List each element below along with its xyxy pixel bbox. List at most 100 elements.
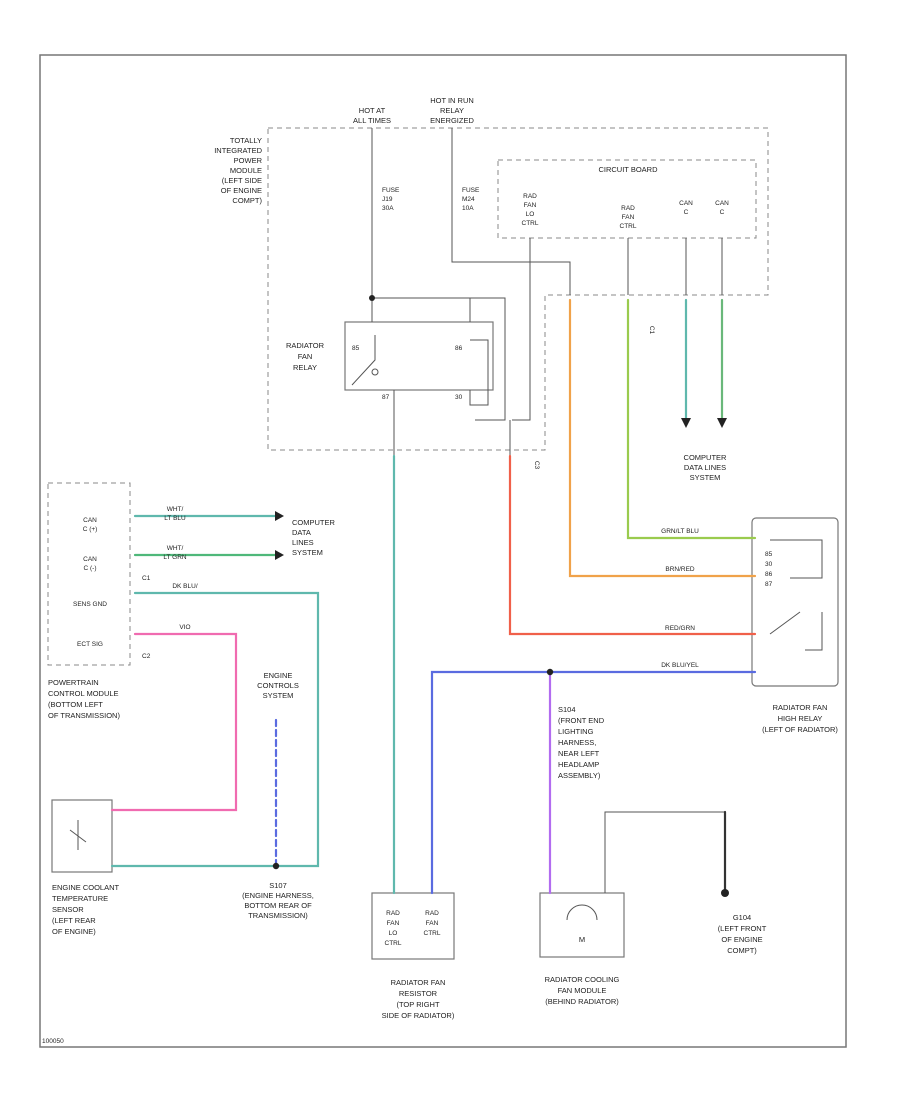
label-relay-pin-30: 30 <box>455 394 463 401</box>
label-s107: S107(ENGINE HARNESS,BOTTOM REAR OFTRANSM… <box>242 881 314 920</box>
radiator-fan-relay-box <box>344 321 494 391</box>
label-fuse-j19-line: 30A <box>382 205 394 212</box>
label-rad-fan-ctrl: RAD FAN CTRL <box>620 205 637 230</box>
label-fuse-m24-line: 10A <box>462 205 474 212</box>
label-computer-data-lines-right-line: COMPUTER <box>684 453 728 462</box>
label-rad-fan-lo-line: RAD <box>523 193 537 200</box>
label-rad-fan-ctrl-line: CTRL <box>620 223 637 230</box>
label-relay-pin-85: 85 <box>352 345 360 352</box>
label-tipm-line: TOTALLY <box>230 136 262 145</box>
label-can-c-plus: CAN C (+) <box>83 517 98 533</box>
label-wire-dkblu-yel: DK BLU/YEL <box>661 662 699 669</box>
label-pcm-line: (BOTTOM LEFT <box>48 700 103 709</box>
label-tipm-line: POWER <box>234 156 263 165</box>
high-relay-switch <box>769 539 823 651</box>
label-relay-pin-87-line: 87 <box>382 394 390 401</box>
label-s104-line: HEADLAMP <box>558 760 599 769</box>
label-c1-line: C1 <box>648 326 655 335</box>
label-fan-m-line: M <box>579 935 585 944</box>
label-s104-line: ASSEMBLY) <box>558 771 601 780</box>
label-resistor-lo-line: FAN <box>387 920 400 927</box>
label-footer: 100050 <box>42 1038 64 1045</box>
label-sens-gnd: SENS GND <box>73 601 107 608</box>
label-wire-dk-blu: DK BLU/ <box>172 583 197 590</box>
label-relay-hi-pins-line: 87 <box>765 581 773 588</box>
label-rad-fan-ctrl-line: RAD <box>621 205 635 212</box>
label-computer-data-lines-left-line: DATA <box>292 528 311 537</box>
label-g104-line: COMPT) <box>727 946 757 955</box>
label-wire-brn-red: BRN/RED <box>665 566 695 573</box>
label-wire-wht-lt-grn: WHT/LT GRN <box>163 545 187 561</box>
label-can-c1-line: CAN <box>679 200 693 207</box>
label-wire-red-grn: RED/GRN <box>665 625 695 632</box>
label-wire-vio: VIO <box>179 624 190 631</box>
label-tipm-line: MODULE <box>230 166 262 175</box>
label-wire-wht-lt-blu-line: WHT/ <box>167 506 184 513</box>
label-cooling-fan-line: (BEHIND RADIATOR) <box>545 997 619 1006</box>
label-rad-fan-ctrl-line: FAN <box>622 214 635 221</box>
tipm-box <box>267 127 769 451</box>
label-sens-gnd-line: SENS GND <box>73 601 107 608</box>
label-s104-line: LIGHTING <box>558 727 594 736</box>
label-resistor-line: (TOP RIGHT <box>396 1000 439 1009</box>
fan-motor <box>566 904 598 921</box>
label-g104-line: OF ENGINE <box>721 935 762 944</box>
relay-contact <box>371 368 379 376</box>
wire-dk-blu-yel <box>430 670 757 895</box>
label-tipm-line: (LEFT SIDE <box>222 176 262 185</box>
label-computer-data-lines-left-line: LINES <box>292 538 314 547</box>
label-c3-line: C3 <box>533 461 540 470</box>
wire-ect-sig <box>110 632 238 812</box>
label-c3: C3 <box>533 461 540 470</box>
label-relay-pin-86-line: 86 <box>455 345 463 352</box>
label-s104-line: S104 <box>558 705 576 714</box>
label-wire-wht-lt-blu-line: LT BLU <box>164 515 186 522</box>
wire-grn-lt-blu <box>626 298 757 540</box>
label-ect-sensor-line: OF ENGINE) <box>52 927 96 936</box>
label-wire-grn-blu-l: GRN/LT BLU <box>661 528 699 535</box>
label-relay-pin-87: 87 <box>382 394 390 401</box>
label-hot-in-run-line: ENERGIZED <box>430 116 474 125</box>
label-c1: C1 <box>648 326 655 335</box>
label-can-c-plus-line: CAN <box>83 517 97 524</box>
label-can-c2-line: CAN <box>715 200 729 207</box>
label-fan-m: M <box>579 935 585 944</box>
label-s104-line: (FRONT END <box>558 716 605 725</box>
label-hot-at-all-times-line: ALL TIMES <box>353 116 391 125</box>
label-pcm-line: OF TRANSMISSION) <box>48 711 120 720</box>
label-ect-sig-line: ECT SIG <box>77 641 103 648</box>
label-computer-data-lines-left-line: SYSTEM <box>292 548 323 557</box>
label-circuit-board-line: CIRCUIT BOARD <box>598 165 658 174</box>
label-fuse-m24-line: M24 <box>462 196 475 203</box>
label-pcm-c1: C1 <box>142 575 151 582</box>
label-s107-line: BOTTOM REAR OF <box>244 901 312 910</box>
pcm-box <box>47 482 131 666</box>
label-rad-fan-relay-line: RELAY <box>293 363 317 372</box>
label-s104-line: NEAR LEFT <box>558 749 600 758</box>
label-circuit-board: CIRCUIT BOARD <box>598 165 658 174</box>
label-cooling-fan-line: FAN MODULE <box>558 986 607 995</box>
label-can-c1-line: C <box>684 209 689 216</box>
label-s104-line: HARNESS, <box>558 738 596 747</box>
label-s104: S104 (FRONT END LIGHTING HARNESS, NEAR LEFT H… <box>558 705 605 780</box>
label-resistor-line: RADIATOR FAN <box>391 978 446 987</box>
label-pcm-line: POWERTRAIN <box>48 678 99 687</box>
label-s107-line: (ENGINE HARNESS, <box>242 891 314 900</box>
label-can-c-plus-line: C (+) <box>83 526 98 533</box>
